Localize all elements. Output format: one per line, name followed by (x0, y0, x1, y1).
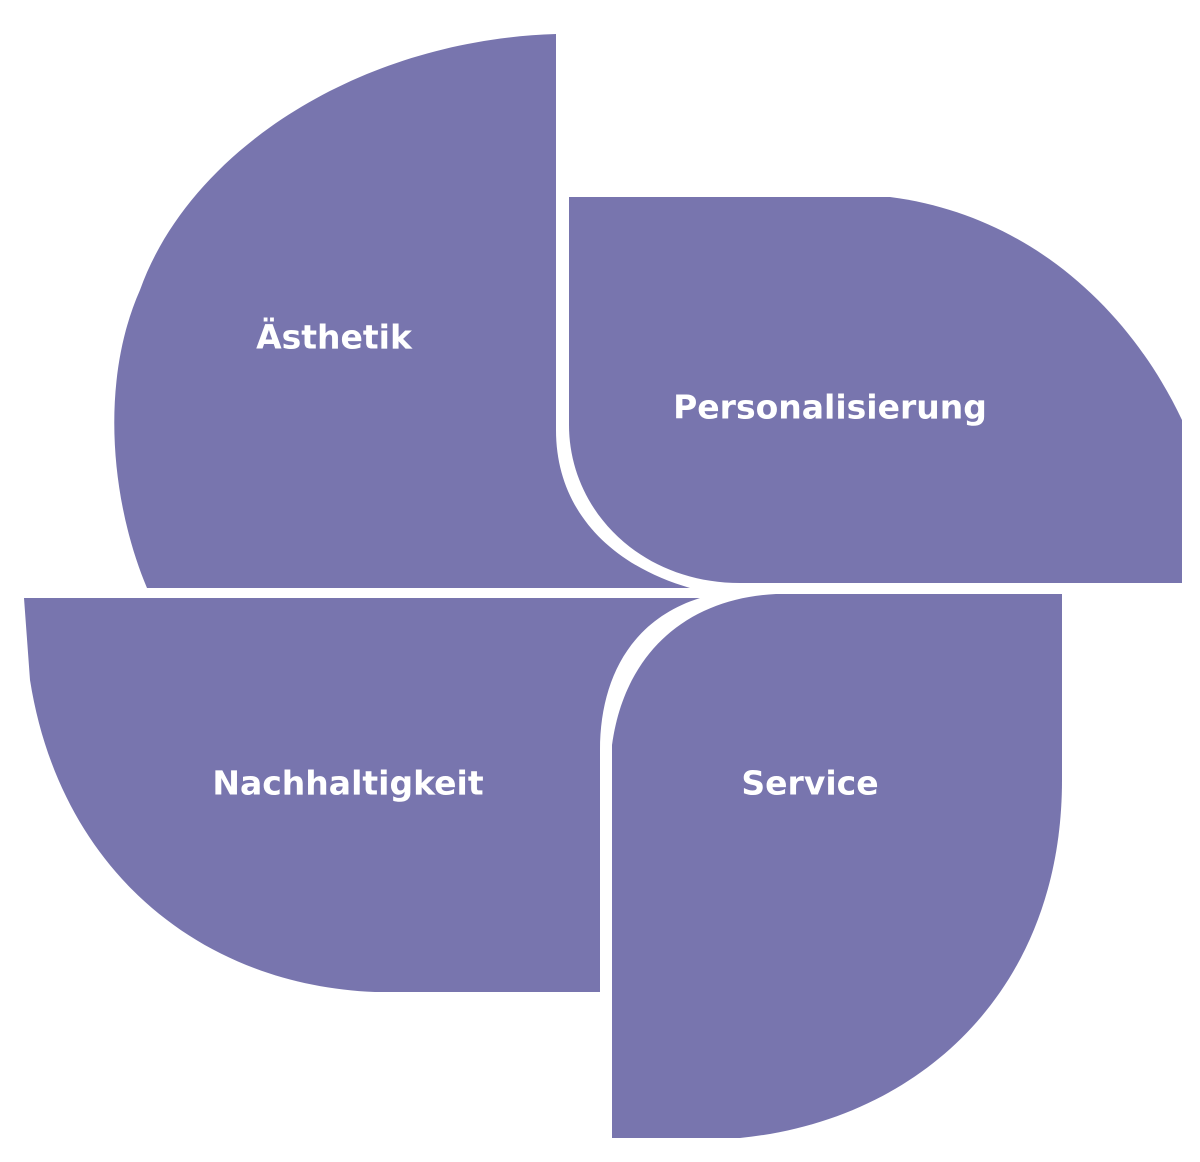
petal-aesthetik-shape (114, 34, 690, 588)
petal-aesthetik: Ästhetik (114, 34, 690, 588)
petal-service: Service (612, 594, 1062, 1138)
petal-nachhaltigkeit-label: Nachhaltigkeit (212, 764, 483, 803)
petal-personalisierung-shape (569, 197, 1182, 583)
petal-nachhaltigkeit: Nachhaltigkeit (24, 598, 700, 992)
petal-nachhaltigkeit-shape (24, 598, 700, 992)
petal-service-shape (612, 594, 1062, 1138)
petal-personalisierung: Personalisierung (569, 197, 1182, 583)
petal-service-label: Service (741, 764, 878, 803)
petal-aesthetik-label: Ästhetik (256, 317, 413, 357)
petal-personalisierung-label: Personalisierung (673, 388, 987, 427)
